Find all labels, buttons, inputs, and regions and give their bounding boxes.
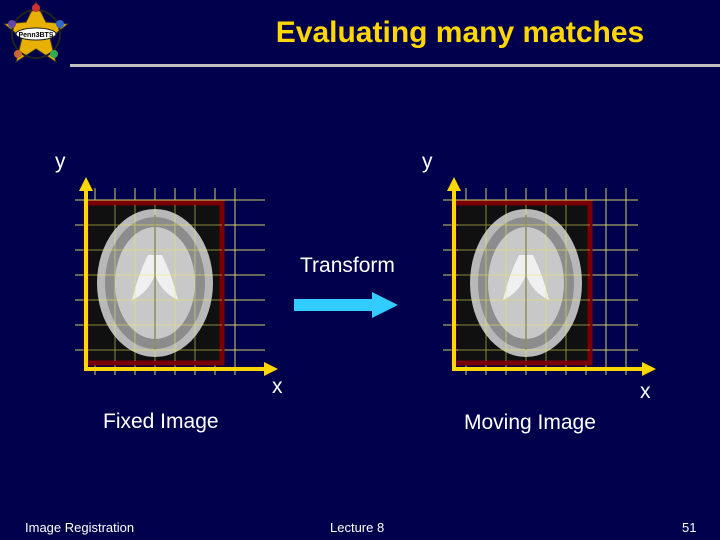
logo-text: Penn3BTS <box>18 32 53 39</box>
slide-title: Evaluating many matches <box>275 16 645 49</box>
title-divider <box>70 64 720 67</box>
transform-arrow <box>294 292 398 318</box>
fixed-y-axis-arrow <box>79 177 93 371</box>
fixed-x-axis-arrow <box>84 362 278 376</box>
moving-y-axis-arrow <box>447 177 461 371</box>
fixed-overlay-grid <box>88 205 222 361</box>
footer-lecture: Lecture 8 <box>330 520 385 535</box>
moving-y-label: y <box>422 150 433 173</box>
fixed-image-caption: Fixed Image <box>103 410 219 433</box>
penn-logo: Penn3BTS <box>2 0 70 64</box>
page-number: 51 <box>682 520 697 535</box>
moving-x-axis-arrow <box>452 362 656 376</box>
footer-course-title: Image Registration <box>25 520 135 535</box>
fixed-image-panel <box>75 177 278 376</box>
moving-image-caption: Moving Image <box>464 411 596 434</box>
fixed-x-label: x <box>272 375 283 398</box>
transform-label: Transform <box>300 254 395 277</box>
moving-x-label: x <box>640 380 651 403</box>
fixed-y-label: y <box>55 150 66 173</box>
moving-overlay-grid <box>456 205 590 361</box>
moving-image-panel <box>443 177 656 376</box>
